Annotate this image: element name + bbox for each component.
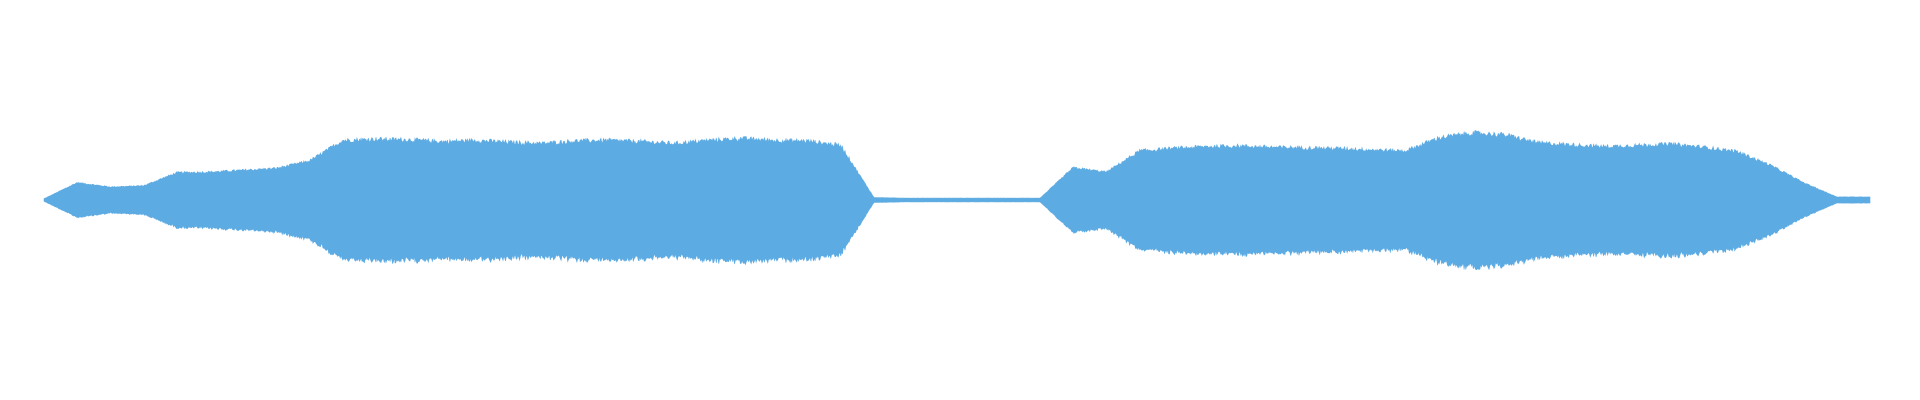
waveform-amplitude-area — [43, 130, 1871, 271]
